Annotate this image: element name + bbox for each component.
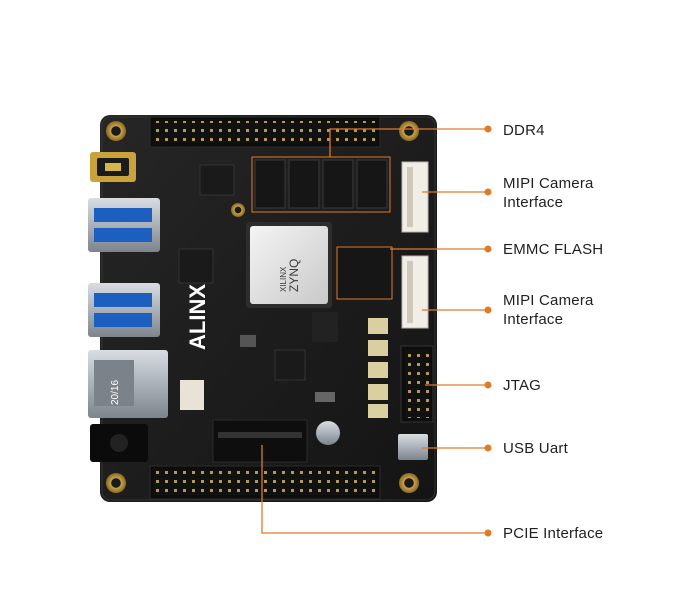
usb3-ports — [88, 198, 160, 337]
pcie-slot — [212, 419, 308, 463]
label-ddr4: DDR4 — [503, 121, 545, 140]
callout-dot-mipi-2 — [484, 306, 492, 314]
callout-lines — [261, 125, 492, 537]
push-buttons — [368, 318, 388, 418]
callout-dot-usb-uart — [484, 444, 492, 452]
label-pcie-interface: PCIE Interface — [503, 524, 603, 543]
callout-dot-mipi-1 — [484, 188, 492, 196]
label-emmc-line-1: EMMC FLASH — [503, 241, 604, 258]
label-pcie-line-1: PCIE Interface — [503, 525, 604, 542]
label-mipi-2-line-2: Interface — [503, 311, 564, 328]
ethernet-jack: 20/16 — [88, 350, 168, 418]
alinx-logo-text: ALINX — [185, 284, 210, 350]
label-jtag: JTAG — [503, 376, 541, 395]
callout-line-pcie — [261, 445, 488, 534]
label-mipi-2-line-1: MIPI Camera — [503, 292, 594, 309]
callout-dot-emmc — [484, 245, 492, 253]
label-ddr4-line-1: DDR4 — [503, 122, 545, 139]
top-pin-header — [149, 116, 381, 148]
fpga-chip: XILINX ZYNQ — [246, 222, 332, 308]
ethernet-label: 20/16 — [110, 380, 121, 405]
jtag-header — [400, 345, 434, 423]
label-mipi-1-line-1: MIPI Camera — [503, 175, 594, 192]
emmc-chip — [336, 246, 393, 300]
mini-usb-port — [90, 152, 136, 182]
misc-components — [178, 164, 338, 402]
usb-uart-port — [398, 434, 428, 460]
bottom-pin-header — [149, 465, 381, 500]
dc-power-jack — [90, 424, 148, 462]
callout-dot-ddr4 — [484, 125, 492, 133]
label-emmc-flash: EMMC FLASH — [503, 240, 603, 259]
callout-dot-jtag — [484, 381, 492, 389]
label-mipi-camera-1: MIPI Camera Interface — [503, 174, 594, 212]
ddr4-chips — [251, 156, 391, 213]
mipi-connectors — [401, 161, 429, 329]
small-white-connector — [180, 380, 204, 410]
label-usb-uart-line-1: USB Uart — [503, 440, 568, 457]
coin-battery — [316, 421, 340, 445]
svg-text:ZYNQ: ZYNQ — [287, 259, 301, 292]
svg-text:XILINX: XILINX — [279, 266, 288, 292]
callout-line-ddr4 — [329, 128, 488, 157]
label-usb-uart: USB Uart — [503, 439, 568, 458]
label-jtag-line-1: JTAG — [503, 377, 542, 394]
label-mipi-1-line-2: Interface — [503, 194, 564, 211]
callout-dot-pcie — [484, 529, 492, 537]
label-mipi-camera-2: MIPI Camera Interface — [503, 291, 594, 329]
